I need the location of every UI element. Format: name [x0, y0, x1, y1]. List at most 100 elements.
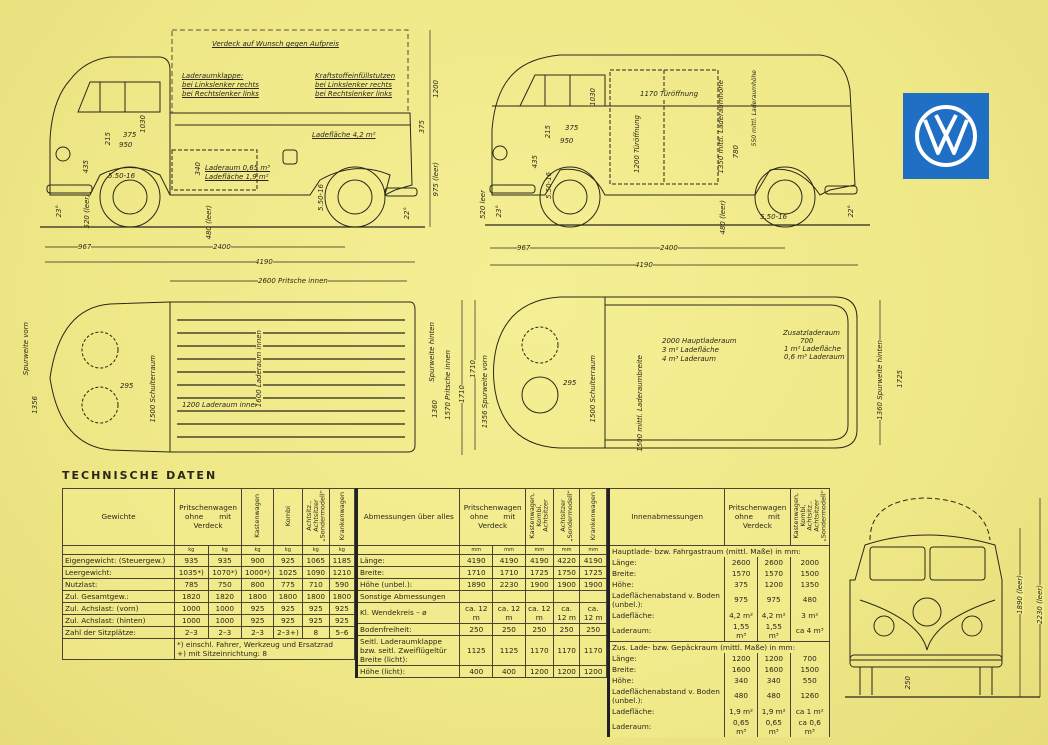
group-sublabel-mit: mit: [503, 512, 516, 522]
laderaum-laenge: 1200 Laderaum innen: [182, 401, 260, 409]
row-label: Höhe (unbel.):: [355, 577, 461, 591]
cell-value: 590: [328, 577, 356, 591]
cell-value: 4,2 m²: [724, 609, 758, 621]
unit-label: kg: [207, 544, 243, 555]
dim-1356: 1356: [31, 396, 39, 414]
group-sublabel-mit: mit: [219, 512, 232, 522]
dim-435: 435: [82, 160, 90, 174]
vw-emblem-icon: [915, 105, 977, 167]
row-label: Höhe (licht):: [355, 664, 461, 678]
row-label: Nutzlast:: [61, 577, 176, 591]
column-header: Kastenwagen, Kombi, Achtsitz., Achtsitze…: [789, 488, 831, 546]
cell-value: ca. 12 m: [524, 601, 554, 624]
cell-value: 1035*): [174, 565, 209, 579]
cell-value: 1200: [724, 652, 758, 664]
group-label: Pritschenwagen: [179, 503, 237, 513]
group-label: Pritschenwagen: [463, 503, 522, 513]
footnote: *) einschl. Fahrer, Werkzeug und Ersatzr…: [177, 639, 333, 649]
cell-value: 1820: [174, 589, 209, 603]
cell-value: 2600: [724, 556, 758, 568]
dim-375-bed: 375: [418, 120, 426, 134]
dim-4190: 4190: [635, 261, 653, 269]
zusatzladeraum-flaeche: 1 m² Ladefläche: [784, 345, 841, 353]
row-label: Länge:: [355, 553, 461, 567]
column-header: Krankenwagen: [579, 488, 607, 546]
kraftstoff-label: Kraftstoffeinfüllstutzen: [315, 72, 396, 80]
cell-value: 340: [756, 674, 791, 686]
spurweite-hinten: Spurweite hinten: [428, 322, 436, 382]
dim-4190: 4190: [255, 258, 273, 266]
cell-value: 975: [724, 589, 758, 610]
dim-967: 967: [78, 243, 92, 251]
zusatzladeraum-volumen: 0,6 m³ Laderaum: [784, 353, 845, 361]
laderaum-box-label: Ladefläche 1,9 m²: [205, 173, 269, 181]
group-label: Pritschenwagen: [728, 503, 787, 513]
cell-value: 925: [328, 601, 356, 615]
table-row: Sonstige Abmessungen: [355, 589, 607, 603]
dim-950: 950: [119, 141, 133, 149]
unit-label: mm: [492, 544, 526, 555]
dim-950: 950: [560, 137, 574, 145]
column-header: Innenabmessungen: [607, 488, 726, 546]
cell-value: 925: [301, 613, 330, 627]
dim-1030: 1030: [589, 88, 597, 106]
cell-value: 1725: [524, 565, 554, 579]
section-title: Zus. Lade- bzw. Gepäckraum (mittl. Maße)…: [608, 640, 830, 653]
group-sublabel-verdeck: Verdeck: [742, 521, 772, 531]
footnotes: *) einschl. Fahrer, Werkzeug und Ersatzr…: [174, 637, 355, 660]
cell-value: 1025: [273, 565, 303, 579]
cell-value: 2–3: [241, 625, 275, 639]
column-header-label: Kastenwagen: [253, 493, 262, 538]
cell-value: 250: [552, 622, 581, 636]
cell-value: 710: [301, 577, 330, 591]
cell-value: 2–3+): [273, 625, 303, 639]
verdeck-note: Verdeck auf Wunsch gegen Aufpreis: [212, 40, 339, 48]
angle-rear: 22°: [847, 205, 855, 218]
ladeflaeche-label: Ladefläche 4,2 m²: [312, 131, 376, 139]
cell-value: 1900: [579, 577, 607, 591]
cell-value: 1,9 m²: [724, 705, 758, 717]
cell-value: 340: [724, 674, 758, 686]
cell-value: 250: [459, 622, 494, 636]
cell-value: 1200: [524, 664, 554, 678]
dim-295: 295: [563, 379, 577, 387]
cell-value: 925: [328, 613, 356, 627]
laderaum-breite: 1500 mittl. Laderaumbreite: [636, 355, 644, 452]
van-top-drawing: [474, 296, 881, 450]
hauptladeraum-volumen: 4 m³ Laderaum: [662, 355, 716, 363]
column-header: Kastenwagen: [241, 488, 275, 546]
cell-value: 2–3: [174, 625, 209, 639]
row-label: Kl. Wendekreis – ø: [355, 601, 461, 624]
cell-value: 1725: [579, 565, 607, 579]
cell-value: 1820: [207, 589, 243, 603]
column-header: Abmessungen über alles: [355, 488, 461, 546]
cell-value: 925: [273, 553, 303, 567]
dim-215: 215: [104, 132, 112, 146]
cell-value: 1600: [756, 663, 791, 675]
cell-value: 480: [724, 685, 758, 706]
laderaumklappe-label: bei Rechtslenker links: [182, 90, 259, 98]
cell-value: 1000: [207, 601, 243, 615]
unit-label: kg: [273, 544, 303, 555]
cell-value: 2230: [492, 577, 526, 591]
zusatzladeraum-laenge: 700: [800, 337, 814, 345]
unit-label: mm: [552, 544, 581, 555]
table-row: Ladeflächenabstand v. Boden (unbel.):975…: [607, 589, 831, 610]
cell-value: 1710: [492, 565, 526, 579]
tyre-size-front: 5.50-16: [108, 172, 136, 180]
cell-value: 1,55 m³: [756, 620, 791, 642]
row-label: Breite:: [607, 663, 726, 675]
cell-value: 1600: [724, 663, 758, 675]
row-label: Höhe:: [607, 578, 726, 590]
cell-value: 1065: [301, 553, 330, 567]
cell-value: 1710: [459, 565, 494, 579]
cell-value: 1125: [459, 634, 494, 666]
